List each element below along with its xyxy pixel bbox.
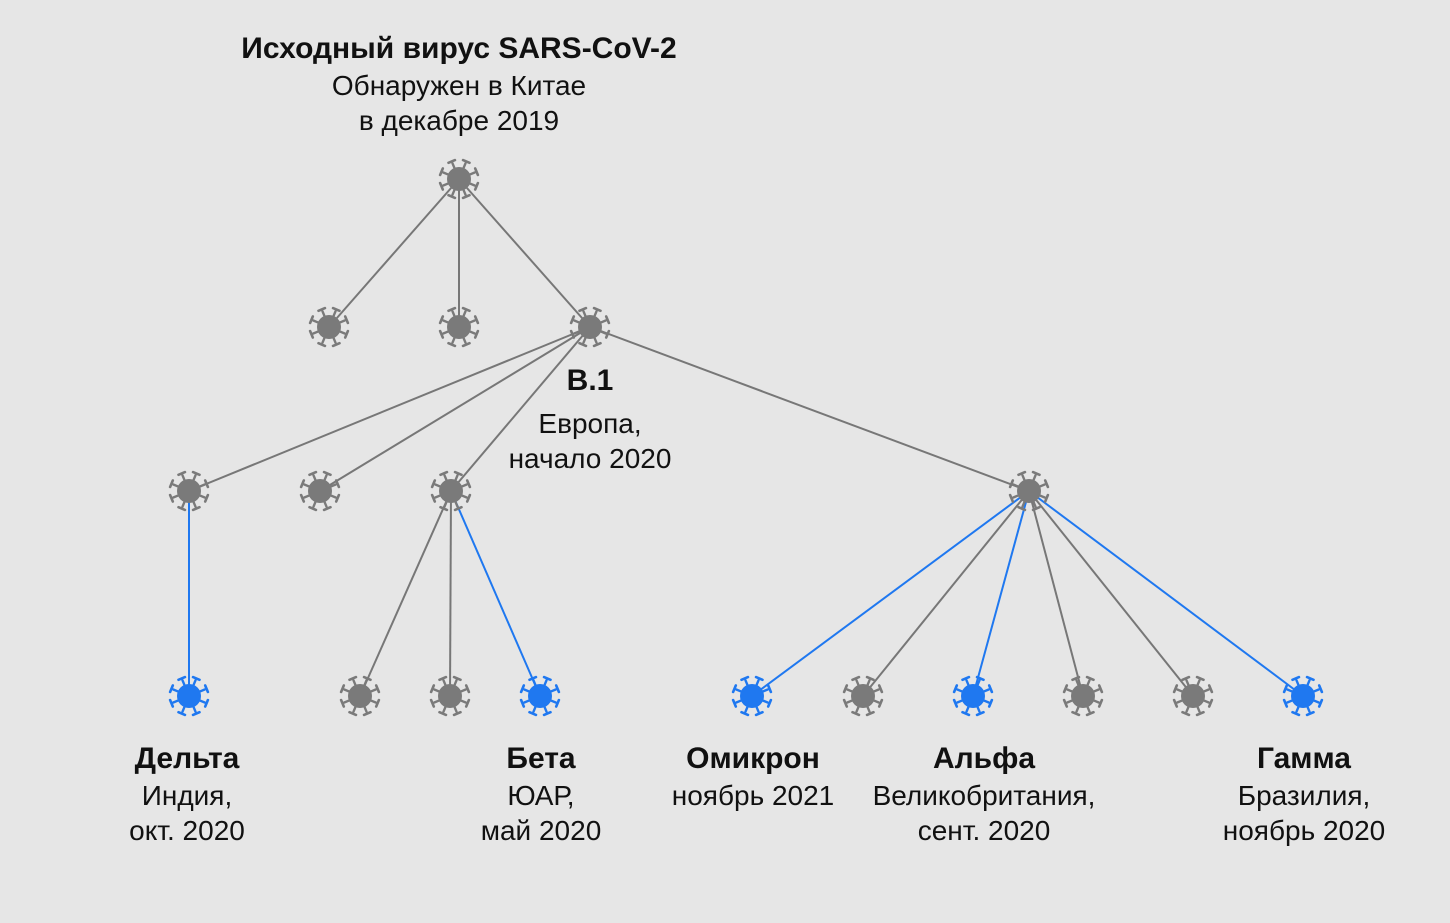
gamma-desc-line1: Бразилия, [1237, 780, 1371, 811]
node-l6-coronavirus-icon [842, 675, 884, 717]
lineage-nodes [168, 158, 1324, 717]
alpha-name: Альфа [932, 742, 1036, 775]
lineage-links [188, 178, 1304, 697]
node-delta-coronavirus-icon [168, 675, 210, 717]
link-root-b1 [458, 178, 591, 328]
link-c4-l9 [1028, 490, 1194, 697]
alpha-desc-line1: Великобритания, [872, 780, 1096, 811]
omicron-desc-line1: ноябрь 2021 [671, 780, 835, 811]
beta-desc-line1: ЮАР, [507, 780, 575, 811]
delta-desc-line2: окт. 2020 [129, 815, 245, 846]
link-b1-c3 [450, 326, 591, 492]
b1-desc-line2: начало 2020 [508, 443, 672, 474]
link-root-r1 [328, 178, 460, 328]
delta-name: Дельта [134, 742, 240, 775]
link-c4-omicron [751, 490, 1030, 697]
alpha-label: Альфа Великобритания, сент. 2020 [873, 740, 1096, 848]
delta-label: Дельта Индия, окт. 2020 [129, 740, 245, 848]
root-desc-line2: в декабре 2019 [358, 105, 560, 136]
delta-desc-line1: Индия, [141, 780, 233, 811]
link-c4-l6 [862, 490, 1030, 697]
b1-label: B.1 Европа, начало 2020 [509, 362, 672, 476]
beta-label: Бета ЮАР, май 2020 [481, 740, 602, 848]
link-c4-alpha [972, 490, 1030, 697]
node-c3-coronavirus-icon [430, 470, 472, 512]
node-l9-coronavirus-icon [1172, 675, 1214, 717]
node-c1-coronavirus-icon [168, 470, 210, 512]
b1-desc-line1: Европа, [538, 408, 642, 439]
alpha-desc-line2: сент. 2020 [917, 815, 1051, 846]
node-r2-coronavirus-icon [438, 306, 480, 348]
node-beta-coronavirus-icon [519, 675, 561, 717]
node-omicron-coronavirus-icon [731, 675, 773, 717]
link-c3-beta [450, 490, 541, 697]
link-b1-c4 [589, 326, 1030, 492]
beta-desc-line2: май 2020 [480, 815, 602, 846]
root-desc-line1: Обнаружен в Китае [331, 70, 587, 101]
node-l3-coronavirus-icon [429, 675, 471, 717]
link-c3-l2 [359, 490, 452, 697]
link-c4-gamma [1028, 490, 1304, 697]
link-c4-l8 [1028, 490, 1084, 697]
node-l8-coronavirus-icon [1062, 675, 1104, 717]
gamma-desc-line2: ноябрь 2020 [1222, 815, 1386, 846]
node-c2-coronavirus-icon [299, 470, 341, 512]
b1-name: B.1 [566, 364, 614, 397]
gamma-label: Гамма Бразилия, ноябрь 2020 [1223, 740, 1385, 848]
node-c4-coronavirus-icon [1008, 470, 1050, 512]
omicron-label: Омикрон ноябрь 2021 [672, 740, 834, 813]
beta-name: Бета [506, 742, 576, 775]
node-b1-coronavirus-icon [569, 306, 611, 348]
node-alpha-coronavirus-icon [952, 675, 994, 717]
node-l2-coronavirus-icon [339, 675, 381, 717]
omicron-name: Омикрон [686, 742, 820, 775]
link-b1-c1 [188, 326, 591, 492]
gamma-name: Гамма [1257, 742, 1351, 775]
node-gamma-coronavirus-icon [1282, 675, 1324, 717]
link-c3-l3 [449, 490, 452, 697]
node-r1-coronavirus-icon [308, 306, 350, 348]
root-name: Исходный вирус SARS-CoV-2 [241, 32, 677, 65]
node-root-coronavirus-icon [438, 158, 480, 200]
link-b1-c2 [319, 326, 591, 492]
root-label: Исходный вирус SARS-CoV-2 Обнаружен в Ки… [241, 30, 676, 138]
